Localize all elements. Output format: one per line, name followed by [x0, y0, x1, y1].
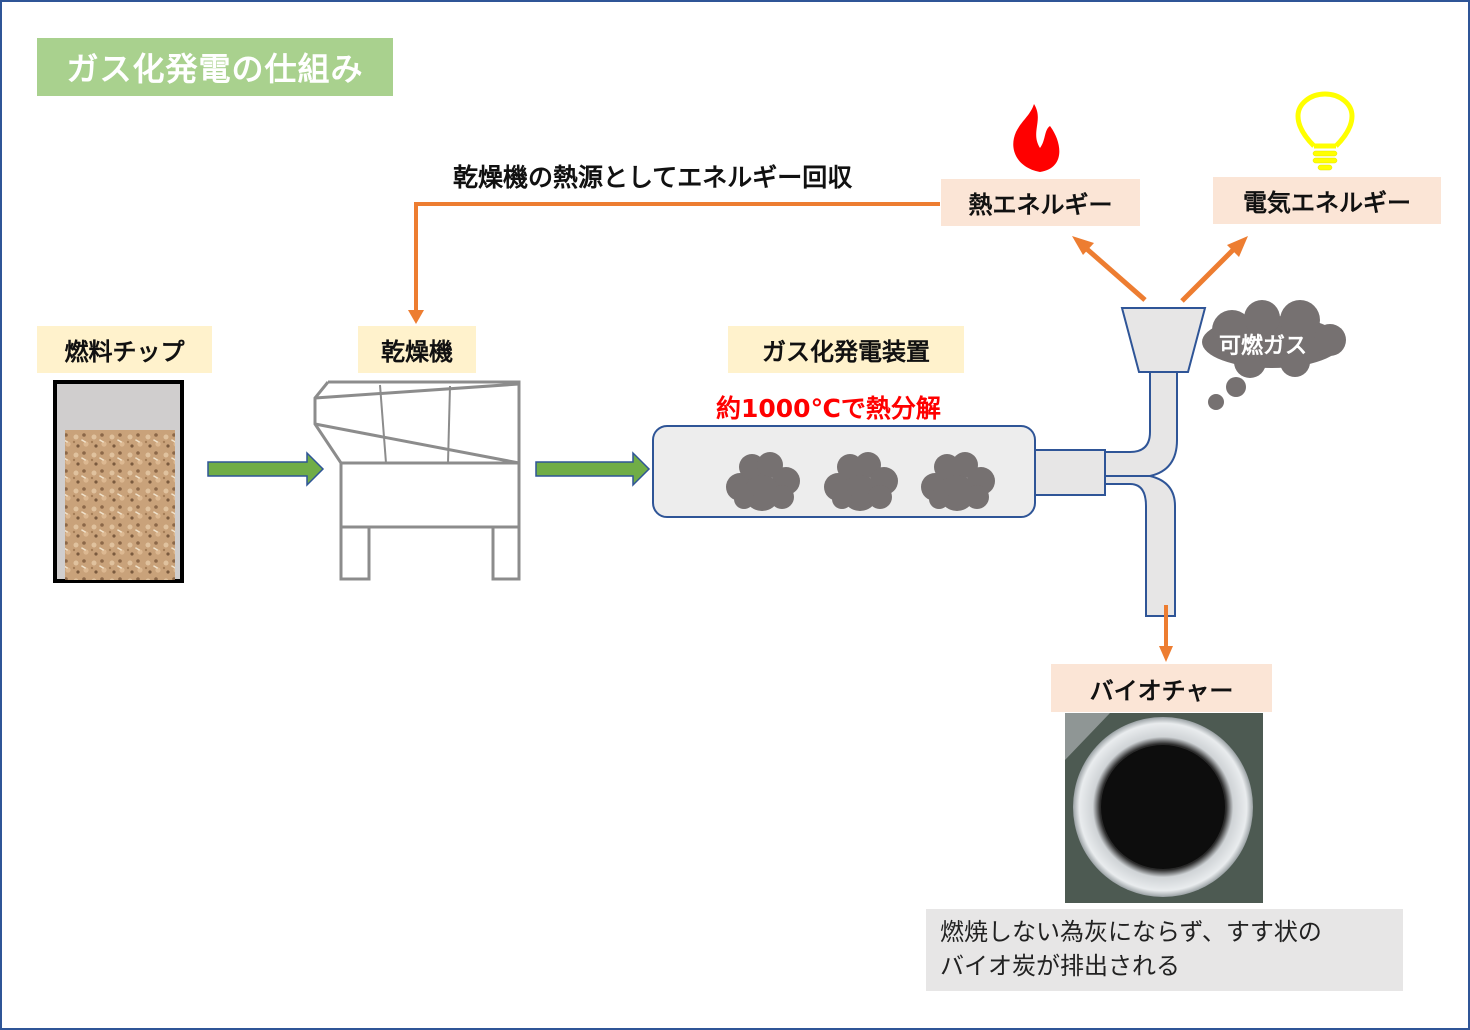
flame-icon [1013, 104, 1060, 172]
arrow-to-heat-energy [1078, 241, 1147, 302]
biochar-photo [1065, 713, 1263, 903]
biochar-description-line: 燃焼しない為灰にならず、すす状の [940, 918, 1322, 946]
lightbulb-icon [1295, 91, 1355, 149]
electric-energy-label: 電気エネルギー [1213, 177, 1441, 224]
biochar-description-line: バイオ炭が排出される [940, 952, 1180, 980]
gasifier-label: ガス化発電装置 [728, 326, 964, 373]
heat-recovery-note: 乾燥機の熱源としてエネルギー回収 [453, 163, 853, 192]
heat-recovery-line [414, 202, 940, 314]
combustible-gas-cloud [1202, 300, 1346, 410]
combustible-gas-label: 可燃ガス [1219, 334, 1308, 359]
dryer-label: 乾燥機 [358, 326, 476, 373]
fuel-chip-label: 燃料チップ [37, 326, 212, 373]
dryer-illustration [313, 380, 521, 581]
outlet-pipe [1034, 371, 1178, 617]
pyrolysis-temperature-note: 約1000℃で熱分解 [716, 394, 941, 423]
wood-chip-image [65, 430, 175, 580]
heat-energy-label: 熱エネルギー [941, 179, 1140, 226]
smoke-cloud-icon [726, 452, 800, 511]
flow-arrow-dryer-to-gasifier [535, 451, 651, 487]
fuel-chip-container [53, 380, 184, 583]
arrow-to-electric-energy [1180, 241, 1242, 303]
gas-outlet-funnel [1120, 307, 1207, 373]
flow-arrow-chip-to-dryer [207, 451, 325, 487]
diagram-title: ガス化発電の仕組み [37, 38, 393, 96]
heat-recovery-arrowhead [408, 310, 424, 324]
biochar-description: 燃焼しない為灰にならず、すす状の バイオ炭が排出される [926, 909, 1403, 991]
biochar-label: バイオチャー [1051, 664, 1272, 712]
smoke-cloud-icon [824, 452, 898, 511]
smoke-cloud-icon [921, 452, 995, 511]
pyrolysis-smoke-icons [726, 452, 995, 511]
